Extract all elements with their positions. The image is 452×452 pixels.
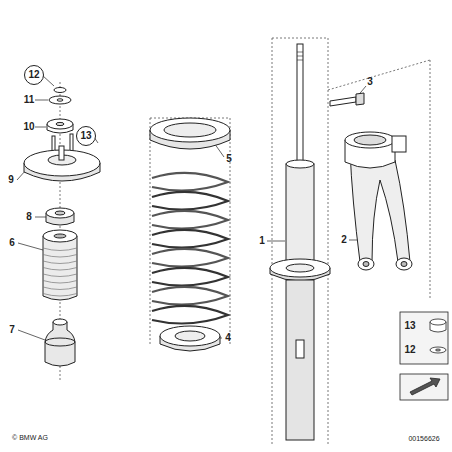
guide-line <box>150 118 151 345</box>
guide-line <box>328 60 430 90</box>
guide-line <box>230 118 231 345</box>
shock-absorber <box>270 44 330 440</box>
coil-spring <box>152 173 228 191</box>
swivel-bearing <box>354 135 386 145</box>
legend-box <box>410 378 440 395</box>
bump-stop <box>45 322 75 366</box>
leader-line <box>35 100 48 101</box>
copyright-note: © BMW AG <box>12 434 48 441</box>
legend-box <box>436 349 441 351</box>
legend-box <box>430 347 446 353</box>
shock-absorber <box>286 264 314 272</box>
callout-number: 10 <box>23 122 34 132</box>
bump-stop <box>45 319 75 366</box>
coil-spring <box>152 268 228 286</box>
washer <box>54 88 66 93</box>
leader-line <box>35 217 46 218</box>
swivel-bearing <box>358 258 374 270</box>
callout-number: 9 <box>8 175 14 185</box>
leader-line <box>18 243 43 250</box>
lower-spring-seat <box>175 331 205 341</box>
coil-spring <box>152 287 228 305</box>
guide-line <box>328 38 329 445</box>
callout-number: 7 <box>9 325 15 335</box>
legend-box <box>430 319 446 325</box>
dust-boot <box>43 248 77 296</box>
support-bearing <box>55 211 65 215</box>
swivel-bearing <box>363 262 369 267</box>
lower-spring-seat <box>160 326 220 351</box>
top-mount <box>59 146 64 160</box>
leader-line <box>35 127 46 128</box>
coil-spring <box>152 306 228 324</box>
drawing-number: 00156626 <box>408 435 439 442</box>
spring-seat <box>150 118 230 149</box>
callout-number: 6 <box>9 238 15 248</box>
callout-circle: 12 <box>24 65 44 85</box>
dust-boot <box>54 234 66 238</box>
bolt <box>356 93 364 105</box>
dust-boot <box>43 230 77 300</box>
callout-number: 11 <box>24 95 35 105</box>
support-bearing <box>46 208 74 225</box>
callout-number: 8 <box>26 212 32 222</box>
washer <box>49 88 71 105</box>
coil-spring <box>152 230 228 248</box>
nut <box>47 119 73 133</box>
swivel-bearing <box>396 258 412 270</box>
callout-number: 13 <box>80 131 91 141</box>
dust-boot <box>43 236 77 300</box>
callout-number: 4 <box>225 333 231 343</box>
legend-box <box>400 312 448 400</box>
swivel-bearing <box>345 132 395 148</box>
coil-spring <box>152 173 228 324</box>
shock-absorber <box>297 52 303 60</box>
shock-absorber <box>286 160 314 168</box>
callout-number: 3 <box>367 77 373 87</box>
callout-number: 2 <box>341 235 347 245</box>
washer <box>49 96 71 104</box>
shock-absorber <box>286 280 314 440</box>
bump-stop <box>53 319 67 325</box>
callout-number: 12 <box>404 345 415 355</box>
washer <box>57 99 63 101</box>
shock-absorber <box>286 164 314 264</box>
callout-number: 5 <box>226 154 232 164</box>
legend-box <box>400 312 448 364</box>
swivel-bearing <box>392 136 406 152</box>
support-bearing <box>46 208 74 218</box>
guide-line <box>60 38 430 445</box>
leader-line <box>267 241 285 242</box>
callout-number: 1 <box>259 236 265 246</box>
nut <box>56 122 64 125</box>
swivel-bearing <box>345 132 412 270</box>
nut <box>47 119 73 129</box>
spring-seat <box>164 123 216 137</box>
coil-spring <box>152 211 228 229</box>
top-mount <box>70 134 73 152</box>
spring-seat <box>150 118 230 142</box>
bolt <box>330 97 356 106</box>
coil-spring <box>152 249 228 267</box>
dust-boot <box>43 230 77 242</box>
bolt <box>330 93 364 106</box>
swivel-bearing <box>401 262 407 267</box>
legend-box <box>400 374 448 400</box>
guide-line <box>430 60 431 300</box>
guide-line <box>272 38 328 39</box>
callout-number: 13 <box>404 321 415 331</box>
shock-absorber <box>296 340 304 358</box>
callout-circle: 13 <box>76 126 96 146</box>
callout-number: 12 <box>28 70 39 80</box>
lower-spring-seat <box>160 326 220 346</box>
bump-stop <box>45 338 75 346</box>
shock-absorber <box>270 259 330 277</box>
leader-line <box>18 330 45 340</box>
shock-absorber <box>297 44 303 164</box>
coil-spring <box>152 192 228 210</box>
guide-line <box>272 38 273 445</box>
